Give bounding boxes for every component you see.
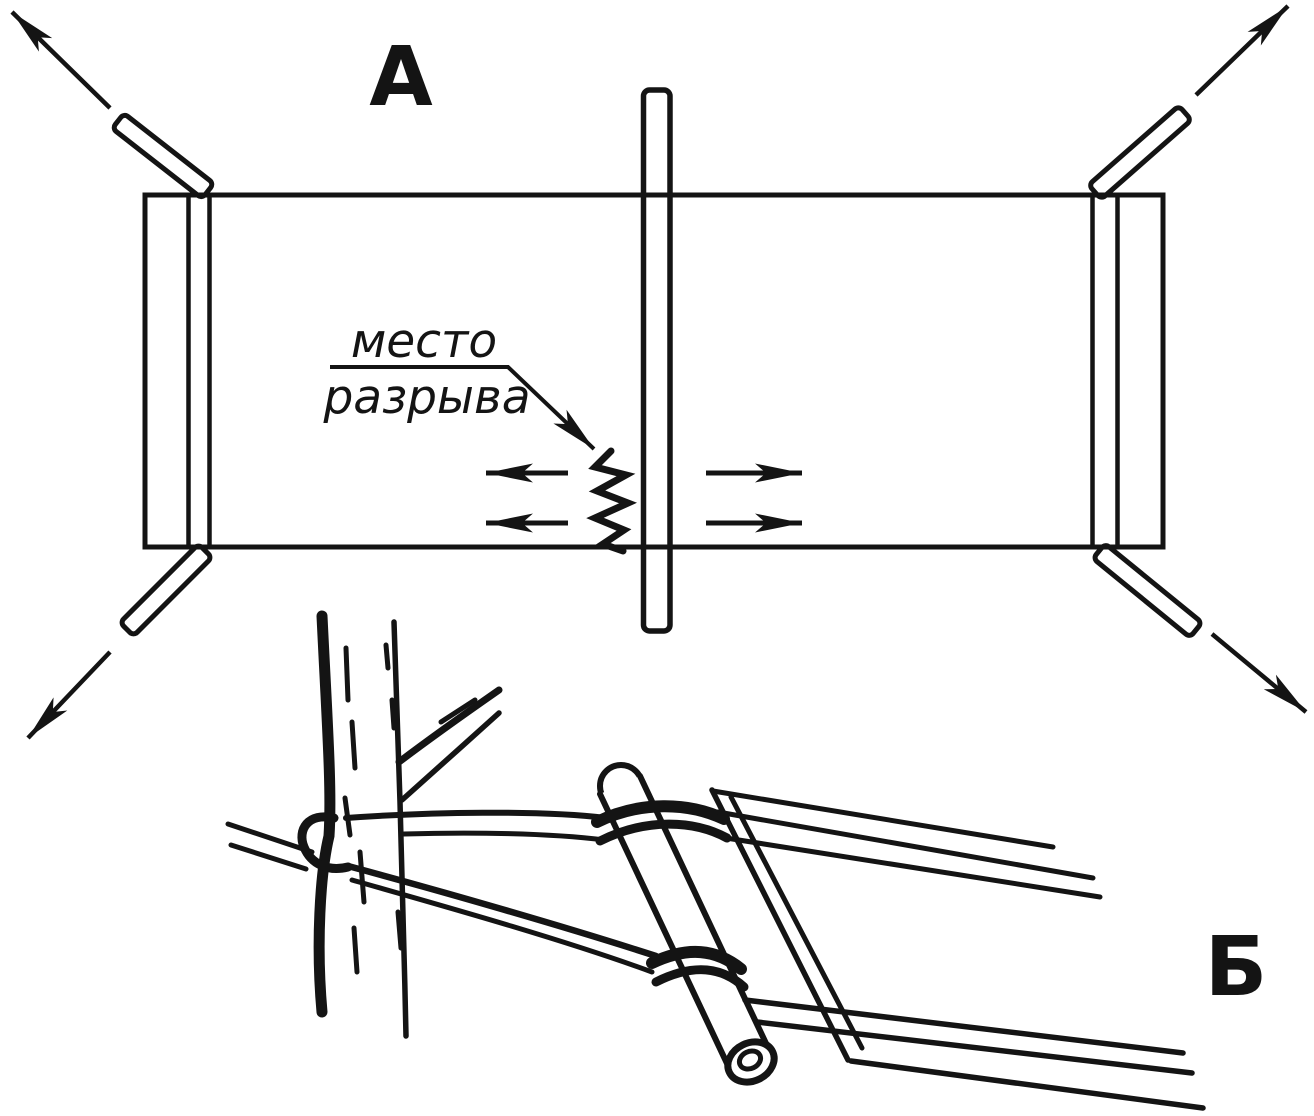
toggle-bottom-bore <box>736 1048 764 1072</box>
tension-arrows <box>486 463 802 533</box>
trunk-right-edge <box>391 619 409 1039</box>
cloth-bottom-line-1 <box>742 997 1186 1056</box>
toggle-stick-top-right <box>1088 105 1192 200</box>
rope-free-end-line-2 <box>228 842 309 872</box>
tree-trunk <box>313 610 503 1039</box>
toggle-stick-top-left <box>111 112 215 200</box>
toggle-stick-bottom-left <box>119 543 213 637</box>
rope-lower-strand-1 <box>344 862 660 960</box>
cloth-panel <box>142 192 1166 550</box>
corner-toggle-sticks <box>111 105 1203 638</box>
end-sleeve-lines <box>186 197 1120 545</box>
bark-hatching <box>342 642 404 975</box>
center-spreader-bar <box>640 87 673 634</box>
rope-wraps <box>591 800 749 992</box>
cloth-bottom-line-3 <box>848 1058 1206 1111</box>
cloth-hem-edge-1 <box>709 787 851 1063</box>
rope-trunk-loop <box>297 812 353 873</box>
cloth-bottom-line-2 <box>754 1019 1195 1076</box>
tear-annotation-line2: разрыва <box>322 370 530 425</box>
rope-upper-strand-1 <box>343 809 609 821</box>
rope-upper-strand-2 <box>401 830 607 843</box>
pull-arrow-bottom-left <box>26 650 112 740</box>
rope-top-wrap-1 <box>591 800 730 828</box>
cloth-top-line-1 <box>710 788 1056 850</box>
figure-a: А место разрыва <box>10 4 1308 740</box>
figure-b-label: Б <box>1205 920 1268 1015</box>
rope-bottom-wrap-1 <box>646 946 747 975</box>
rope-lower-strand-2 <box>349 877 655 975</box>
pull-arrow-top-right <box>1194 4 1290 97</box>
rope <box>225 809 660 975</box>
cloth-hem-edge-2 <box>728 794 865 1051</box>
figure-b: Б <box>225 610 1268 1111</box>
toggle-stick-bottom-right <box>1092 543 1203 638</box>
trunk-left-edge <box>313 610 336 1018</box>
toggle-body-fill <box>600 776 771 1072</box>
cloth-edge <box>709 787 1206 1111</box>
branch-lower-edge <box>399 710 502 803</box>
tear-zigzag <box>586 447 638 555</box>
toggle-bottom-end <box>724 1038 778 1086</box>
toggle-body-left-edge <box>597 791 734 1075</box>
pull-arrow-bottom-right <box>1210 632 1308 714</box>
corner-pull-arrows <box>10 4 1308 740</box>
tear-annotation-line1: место <box>351 314 497 369</box>
rope-top-wrap-2 <box>595 819 732 846</box>
cloth-top-line-3 <box>723 835 1103 900</box>
pull-arrow-top-left <box>10 10 112 110</box>
branch-upper-edge <box>395 686 503 766</box>
cloth-top-line-2 <box>715 809 1096 881</box>
annotation-leader-arrow <box>330 365 596 451</box>
rope-free-end-line-1 <box>225 821 315 855</box>
figure-a-label: А <box>369 30 433 125</box>
rope-bottom-wrap-2 <box>651 965 749 992</box>
branch-twig <box>438 697 478 725</box>
